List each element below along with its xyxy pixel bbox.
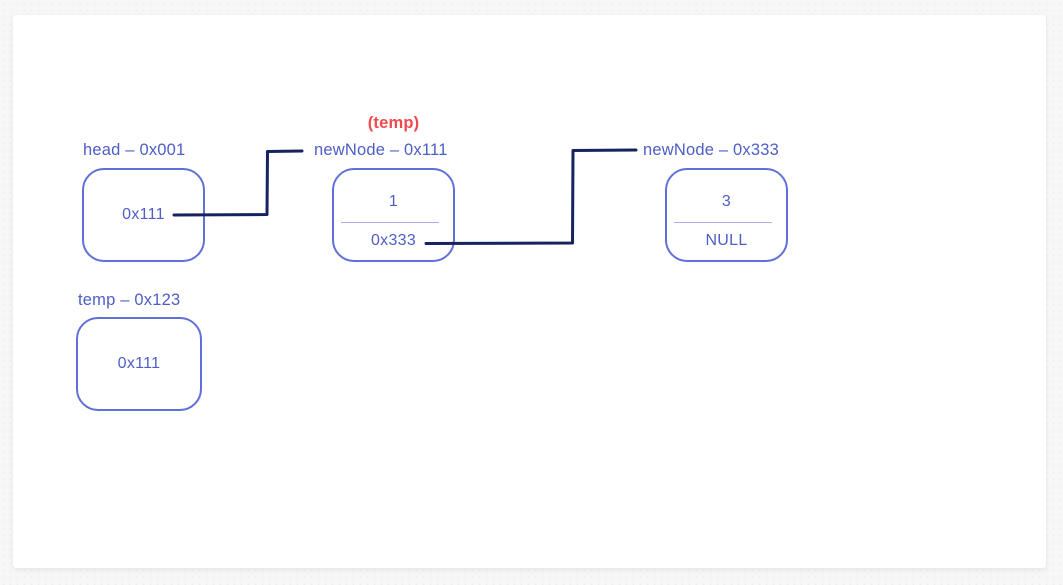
node-label-head: head – 0x001 [83, 141, 186, 159]
node-label-newnode-0x111: newNode – 0x111 [314, 141, 448, 159]
newnode-0x111-data-cell: 1 [388, 193, 399, 210]
node-box-newnode-0x333: 3 NULL [665, 168, 788, 262]
newnode-0x333-data-cell: 3 [721, 193, 732, 210]
node-box-newnode-0x111: 1 0x333 [332, 168, 455, 262]
node-label-temp: temp – 0x123 [78, 291, 181, 309]
whiteboard-card [13, 15, 1046, 568]
node-box-temp: 0x111 [76, 317, 202, 411]
cell-divider [674, 222, 772, 223]
node-label-newnode-0x333: newNode – 0x333 [643, 141, 780, 159]
newnode-0x333-next-cell: NULL [705, 232, 748, 249]
temp-pointer-value: 0x111 [117, 355, 161, 372]
head-pointer-value: 0x111 [122, 206, 165, 223]
node-box-head: 0x111 [82, 168, 205, 262]
temp-annotation: (temp) [367, 114, 420, 132]
cell-divider [341, 222, 439, 223]
newnode-0x111-next-cell: 0x333 [370, 232, 417, 249]
